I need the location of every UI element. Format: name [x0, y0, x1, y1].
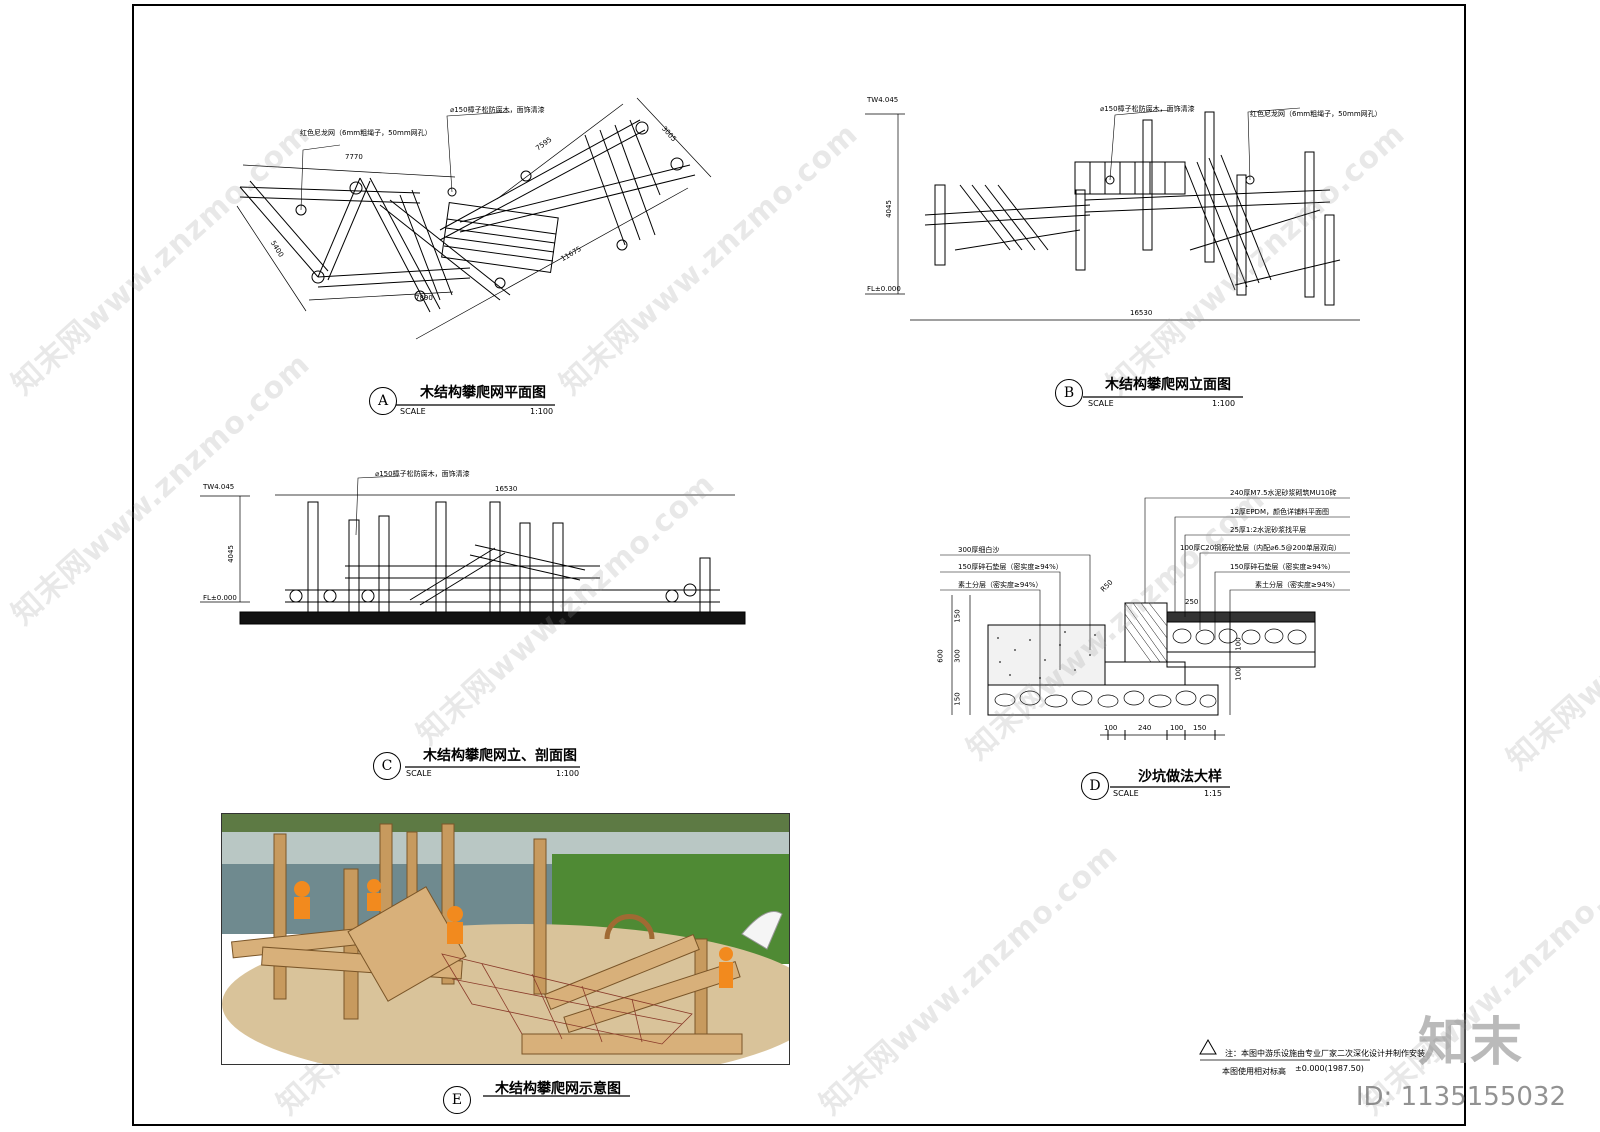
panel-c-drawing	[200, 475, 746, 625]
panel-a-scale-word: SCALE	[400, 407, 426, 416]
panel-c-title: 木结构攀爬网立、剖面图	[423, 748, 577, 764]
panel-c-length: 16530	[495, 485, 518, 493]
panel-b-scale: 1:100	[1212, 399, 1236, 408]
panel-b-drawing	[865, 107, 1360, 321]
panel-c-height: 4045	[226, 545, 235, 563]
drawing-frame	[132, 4, 1466, 1126]
panel-b-title: 木结构攀爬网立面图	[1105, 377, 1231, 393]
title-underlines	[395, 396, 1370, 1097]
panel-d-left-note: 300厚细白沙	[958, 546, 1000, 554]
panel-d-dim: 240	[1138, 724, 1152, 732]
panel-a-scale: 1:100	[530, 407, 554, 416]
panel-c-wood-note: ⌀150樟子松防腐木，面饰清漆	[375, 470, 470, 478]
panel-b-net-note: 红色尼龙网（6mm粗绳子，50mm网孔）	[1250, 110, 1382, 118]
panel-d-dim-top: 250	[1185, 598, 1199, 606]
panel-c-scale-word: SCALE	[406, 769, 432, 778]
panel-e-marker: E	[443, 1086, 471, 1114]
panel-b-scale-word: SCALE	[1088, 399, 1114, 408]
warning-icon	[1199, 1038, 1217, 1055]
panel-d-scale-word: SCALE	[1113, 789, 1139, 798]
panel-a-wood-note: ⌀150樟子松防腐木，面饰清漆	[450, 106, 545, 114]
panel-d-dim: 150	[953, 609, 962, 623]
panel-b-wood-note: ⌀150樟子松防腐木，面饰清漆	[1100, 105, 1195, 113]
panel-d-dim: 100	[1234, 667, 1243, 681]
panel-d-dim: 100	[1170, 724, 1184, 732]
panel-d-dim: 150	[1193, 724, 1207, 732]
panel-d-right-note: 150厚碎石垫层（密实度≥94%）	[1230, 563, 1335, 571]
footnote-elevation-value: ±0.000(1987.50)	[1295, 1064, 1364, 1073]
panel-a-dim: 7770	[345, 153, 363, 161]
panel-c-fl: FL±0.000	[203, 594, 237, 602]
panel-d-right-note: 25厚1:2水泥砂浆找平层	[1230, 526, 1307, 534]
panel-a-net-note: 红色尼龙网（6mm粗绳子，50mm网孔）	[300, 129, 432, 137]
panel-d-left-note: 150厚碎石垫层（密实度≥94%）	[958, 563, 1063, 571]
panel-e-title: 木结构攀爬网示意图	[495, 1081, 621, 1097]
panel-b-height: 4045	[884, 200, 893, 218]
panel-b-fl: FL±0.000	[867, 285, 901, 293]
panel-d-right-note: 12厚EPDM，颜色详铺料平面图	[1230, 508, 1329, 516]
panel-a-dim: 7890	[415, 294, 433, 302]
panel-d-dim: 300	[953, 649, 962, 663]
panel-a-drawing	[236, 97, 712, 340]
footnote-warning: 注：本图中游乐设施由专业厂家二次深化设计并制作安装	[1225, 1049, 1425, 1058]
panel-d-right-note: 100厚C20钢筋砼垫层（内配⌀6.5@200单层双向）	[1180, 544, 1341, 552]
panel-d-right-note: 素土分层（密实度≥94%）	[1255, 581, 1340, 589]
image-id: ID: 1135155032	[1355, 1082, 1566, 1112]
panel-d-dim: 150	[953, 692, 962, 706]
panel-a-marker: A	[369, 387, 397, 415]
brand-watermark: 知末	[1417, 1013, 1522, 1073]
playground-render-image	[221, 813, 790, 1065]
panel-b-tw: TW4.045	[867, 96, 899, 104]
panel-b-marker: B	[1055, 379, 1083, 407]
footnote-elevation-label: 本图使用相对标高	[1222, 1067, 1286, 1076]
panel-c-tw: TW4.045	[203, 483, 235, 491]
panel-d-drawing	[940, 497, 1350, 740]
panel-d-left-note: 素土分层（密实度≥94%）	[958, 581, 1043, 589]
panel-d-dim: 100	[1234, 637, 1243, 651]
panel-c-marker: C	[373, 752, 401, 780]
panel-d-marker: D	[1081, 772, 1109, 800]
panel-b-length: 16530	[1130, 309, 1153, 317]
panel-c-scale: 1:100	[556, 769, 580, 778]
panel-d-dim-total: 600	[936, 649, 945, 663]
panel-d-scale: 1:15	[1204, 789, 1222, 798]
panel-d-dim: 100	[1104, 724, 1118, 732]
panel-a-title: 木结构攀爬网平面图	[420, 385, 546, 401]
panel-d-right-note: 240厚M7.5水泥砂浆砌筑MU10砖	[1230, 489, 1337, 497]
panel-d-title: 沙坑做法大样	[1138, 769, 1222, 785]
